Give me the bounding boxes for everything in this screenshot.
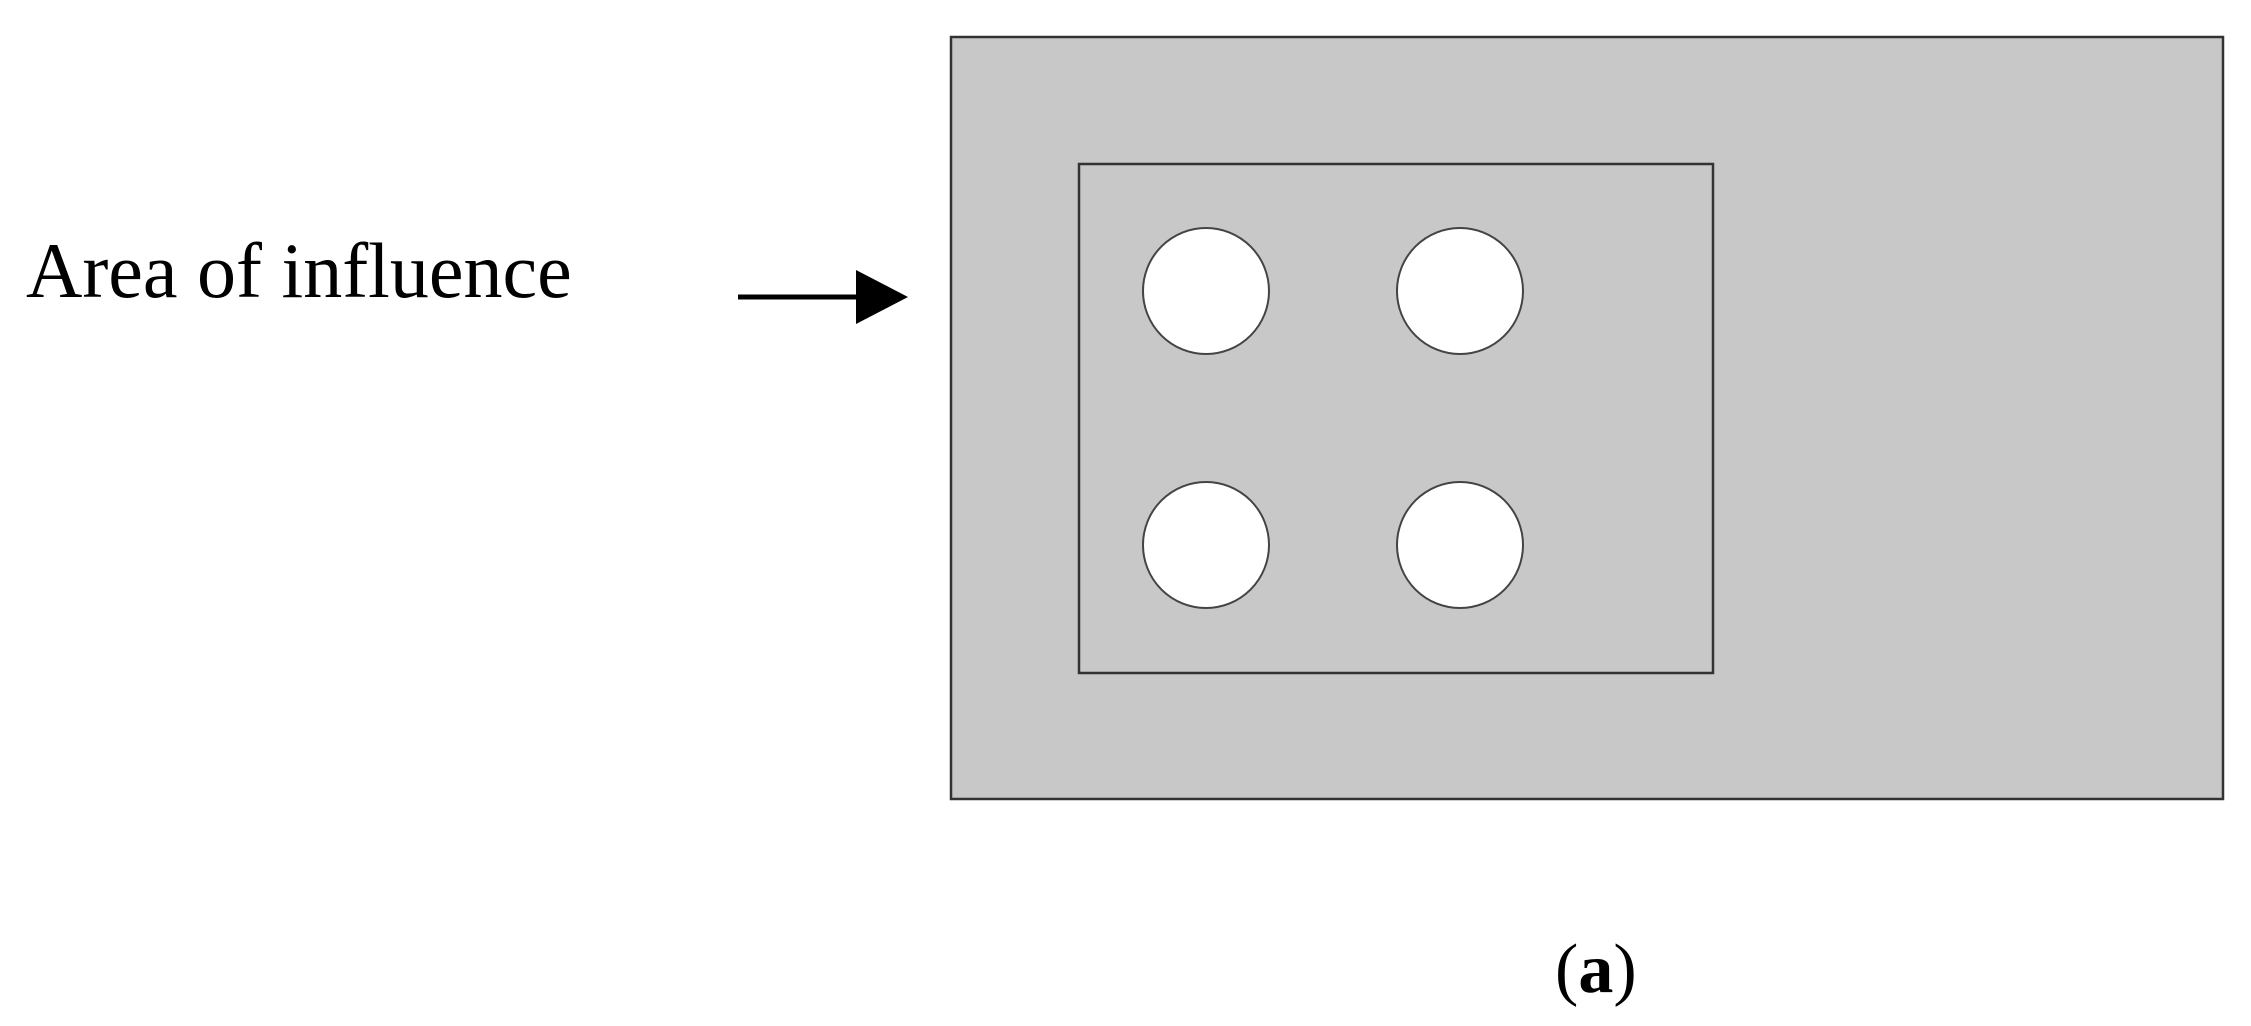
hole-bottom-right <box>1396 481 1524 609</box>
caption-letter: a <box>1578 931 1614 1008</box>
figure-caption: (a) <box>1555 935 1637 1005</box>
caption-close-paren: ) <box>1613 931 1637 1008</box>
hole-top-left <box>1142 227 1270 355</box>
hole-bottom-left <box>1142 481 1270 609</box>
area-of-influence-label: Area of influence <box>26 227 572 314</box>
arrow-head-icon <box>856 270 908 324</box>
caption-open-paren: ( <box>1555 931 1579 1008</box>
hole-top-right <box>1396 227 1524 355</box>
